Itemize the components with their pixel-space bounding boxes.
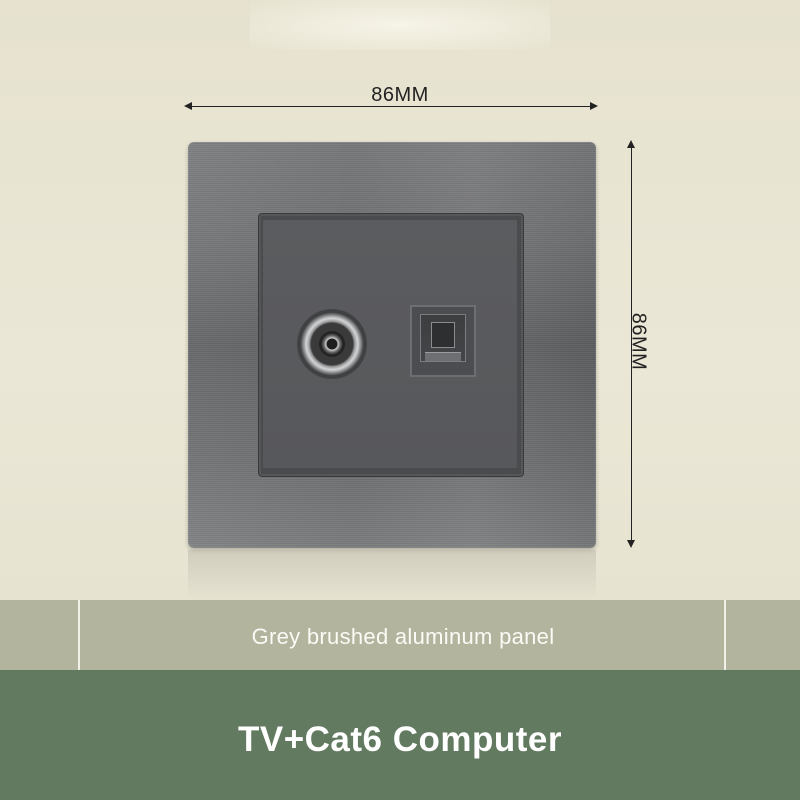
panel-reflection [188,550,596,600]
background-glow [250,0,550,50]
cat6-port-slot [431,322,455,348]
product-title: TV+Cat6 Computer [237,720,563,759]
panel-description: Grey brushed aluminum panel [251,624,555,649]
tv-coax-pin-icon [319,331,345,357]
caption-divider-left [78,600,80,670]
height-dimension-arrow [627,140,635,548]
height-dimension-label: 86MM [627,312,650,371]
caption-band [0,600,800,670]
width-dimension-label: 86MM [371,84,429,106]
cat6-port-contacts [425,352,461,361]
width-dimension-arrow [184,102,598,110]
title-band [0,670,800,800]
caption-divider-right [724,600,726,670]
